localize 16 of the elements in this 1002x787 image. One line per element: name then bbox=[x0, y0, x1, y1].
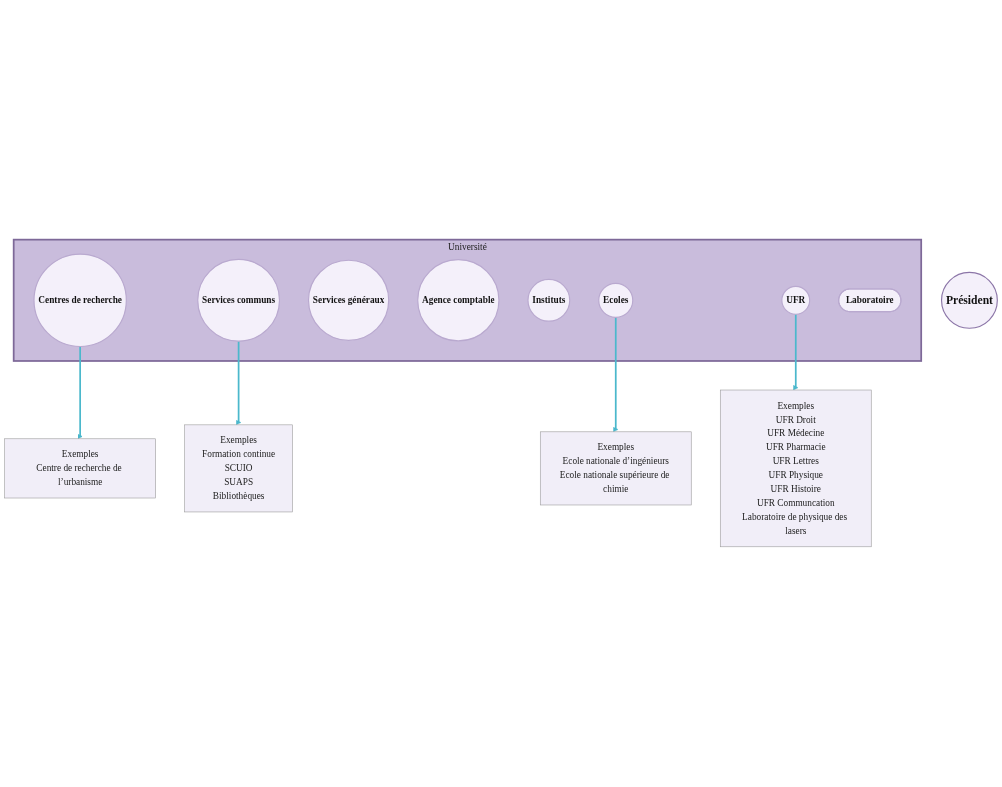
node-box: Exemples UFR Droit UFR Médecine UFR Pharmacie UFR Lettres UFR Physique UFR Histoire UFR Communcation Laboratoire de physique des lasers bbox=[720, 390, 872, 548]
node-circle: Services communs bbox=[197, 259, 281, 343]
node-circle: Président bbox=[940, 272, 998, 330]
node-circle: Instituts bbox=[527, 279, 571, 323]
node-circle: Ecoles bbox=[598, 283, 634, 319]
node-circle: Agence comptable bbox=[417, 259, 500, 342]
arrow bbox=[236, 340, 242, 426]
arrow bbox=[793, 313, 799, 391]
node-circle: Centres de recherche bbox=[33, 253, 127, 348]
node-box: Exemples Centre de recherche de l’urbanisme bbox=[4, 438, 156, 499]
arrow bbox=[77, 345, 83, 440]
node-circle: UFR bbox=[781, 286, 811, 316]
arrow bbox=[613, 316, 619, 433]
node-circle: Services généraux bbox=[307, 259, 390, 342]
node-box: Exemples Ecole nationale d’ingénieurs Ecole nationale supérieure de chimie bbox=[540, 431, 692, 506]
node-box: Exemples Formation continue SCUIO SUAPS Bibliothèques bbox=[184, 424, 293, 513]
